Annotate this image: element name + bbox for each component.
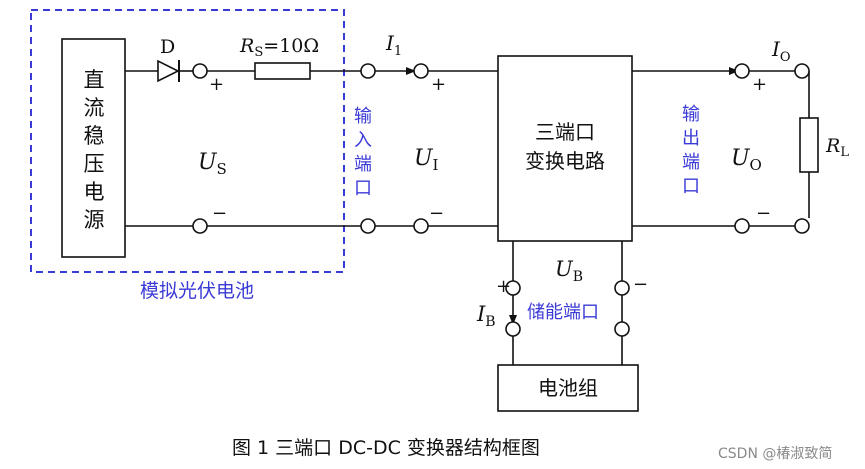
plus-sign: + — [496, 276, 511, 297]
input-port-label: 输 入 端 口 — [354, 106, 372, 199]
converter-label-line2: 变换电路 — [525, 149, 605, 173]
dc-source-char: 稳 — [84, 124, 105, 148]
watermark: CSDN @椿淑致简 — [718, 445, 832, 462]
storage-port-wires — [509, 241, 623, 365]
i1-label: I1 — [385, 31, 402, 59]
terminals — [192, 63, 810, 337]
figure-caption: 图 1 三端口 DC-DC 变换器结构框图 — [232, 437, 540, 459]
output-port-char: 输 — [682, 104, 700, 125]
minus-sign: − — [633, 274, 648, 295]
terminal — [794, 63, 810, 79]
plus-sign: + — [752, 74, 767, 95]
rl-label: RL — [825, 135, 849, 160]
terminal — [360, 63, 376, 79]
input-port-char: 端 — [354, 154, 372, 175]
storage-port-label: 储能端口 — [527, 302, 599, 323]
plus-sign: + — [431, 74, 446, 95]
dc-source-block — [61, 38, 126, 258]
dc-source-char: 压 — [84, 152, 105, 176]
input-port-char: 口 — [354, 178, 372, 199]
terminal — [734, 218, 750, 234]
terminal — [734, 63, 750, 79]
ub-label: UB — [555, 257, 583, 285]
terminal — [505, 321, 521, 337]
ui-label: UI — [414, 146, 439, 174]
converter-label-line1: 三端口 — [535, 120, 595, 144]
us-label: US — [198, 150, 227, 178]
top-wire — [125, 67, 810, 218]
dc-source-char: 源 — [84, 208, 105, 232]
battery-label: 电池组 — [538, 376, 598, 400]
io-label: IO — [771, 37, 791, 65]
terminal — [192, 218, 208, 234]
output-port-char: 口 — [682, 176, 700, 197]
terminal — [614, 280, 630, 296]
input-port-char: 输 — [354, 106, 372, 127]
dc-source-label: 直 流 稳 压 电 源 — [84, 68, 105, 232]
terminal — [505, 280, 521, 296]
rs-label: RS=10Ω — [239, 35, 319, 60]
output-port-char: 出 — [682, 128, 700, 149]
pv-label: 模拟光伏电池 — [140, 280, 254, 302]
ib-label: IB — [476, 302, 496, 330]
terminal — [794, 218, 810, 234]
plus-sign: + — [209, 74, 224, 95]
pv-dashed-box — [30, 9, 345, 273]
dc-source-char: 直 — [84, 68, 105, 92]
minus-sign: − — [756, 203, 771, 224]
input-port-char: 入 — [354, 130, 372, 151]
converter-block — [497, 55, 633, 242]
rl-resistor — [799, 117, 819, 173]
terminal — [192, 63, 208, 79]
diode-label: D — [160, 36, 175, 58]
diode-symbol — [157, 59, 180, 83]
terminal — [413, 63, 429, 79]
uo-label: UO — [731, 146, 762, 174]
battery-block — [497, 364, 639, 412]
dc-source-char: 电 — [84, 180, 105, 204]
terminal — [614, 321, 630, 337]
terminal — [360, 218, 376, 234]
minus-sign: − — [429, 203, 444, 224]
output-port-label: 输 出 端 口 — [682, 104, 700, 197]
output-port-char: 端 — [682, 152, 700, 173]
dc-source-char: 流 — [84, 96, 105, 120]
rs-resistor — [254, 62, 311, 80]
terminal — [413, 218, 429, 234]
minus-sign: − — [212, 203, 227, 224]
